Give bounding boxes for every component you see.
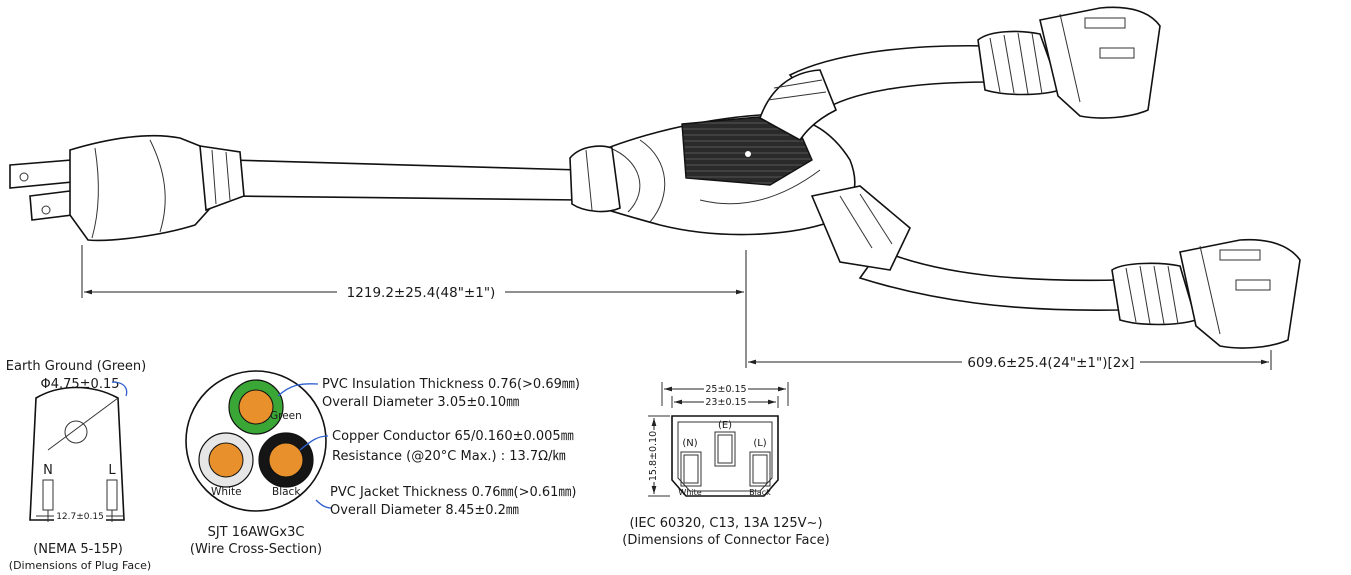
wire-cross-section: Green White Black PVC Insulation Thickne… bbox=[185, 370, 580, 557]
iec-connector-face: 25±0.15 23±0.15 15.8±0.10 (E) (N) (L) Wh… bbox=[622, 382, 830, 548]
plug-face-subcaption: (Dimensions of Plug Face) bbox=[9, 559, 151, 572]
white-wire-label: White bbox=[211, 486, 242, 498]
jacket-diameter: Overall Diameter 8.45±0.2㎜ bbox=[330, 503, 519, 518]
y-splitter bbox=[569, 44, 1121, 312]
wire-caption: SJT 16AWGx3C bbox=[208, 525, 305, 540]
c13-connector-upper bbox=[977, 6, 1161, 119]
inner-width-label: 23±0.15 bbox=[705, 397, 746, 408]
green-wire-label: Green bbox=[270, 410, 302, 422]
white-socket-label: White bbox=[678, 488, 701, 497]
plug-face-caption: (NEMA 5-15P) bbox=[33, 542, 123, 557]
outer-width-label: 25±0.15 bbox=[705, 384, 746, 395]
line-socket-letter: (L) bbox=[753, 438, 766, 449]
neutral-letter: N bbox=[43, 463, 53, 478]
connector-caption: (IEC 60320, C13, 13A 125V~) bbox=[629, 516, 822, 531]
earth-socket bbox=[714, 431, 736, 467]
black-socket-label: Black bbox=[749, 488, 771, 497]
connector-subcaption: (Dimensions of Connector Face) bbox=[622, 533, 829, 548]
neutral-socket-letter: (N) bbox=[682, 438, 697, 449]
branch-length-dimension: 609.6±25.4(24"±1")[2x] bbox=[748, 350, 1272, 371]
nema-plug bbox=[9, 134, 245, 242]
pin-spacing-label: 12.7±0.15 bbox=[56, 512, 104, 522]
copper-conductor-spec: Copper Conductor 65/0.160±0.005㎜ bbox=[332, 429, 574, 444]
resistance-spec: Resistance (@20°C Max.) : 13.7Ω/㎞ bbox=[332, 449, 566, 464]
black-wire-label: Black bbox=[272, 486, 301, 498]
c13-connector-lower bbox=[1111, 238, 1301, 349]
white-copper-core bbox=[208, 442, 244, 478]
line-letter: L bbox=[108, 463, 116, 478]
earth-ground-label: Earth Ground (Green) bbox=[6, 359, 146, 374]
main-length-label: 1219.2±25.4(48"±1") bbox=[347, 285, 496, 301]
wire-subcaption: (Wire Cross-Section) bbox=[190, 542, 322, 557]
green-copper-core bbox=[238, 389, 274, 425]
earth-letter: (E) bbox=[718, 420, 732, 431]
line-socket bbox=[749, 451, 771, 487]
insulation-thickness: PVC Insulation Thickness 0.76(>0.69㎜) bbox=[322, 377, 580, 392]
main-length-dimension: 1219.2±25.4(48"±1") bbox=[81, 245, 747, 368]
nema-plug-face: Earth Ground (Green) Φ4.75±0.15 N L 12.7… bbox=[6, 359, 151, 572]
insulation-diameter: Overall Diameter 3.05±0.10㎜ bbox=[322, 395, 519, 410]
height-label: 15.8±0.10 bbox=[648, 431, 659, 481]
jacket-thickness: PVC Jacket Thickness 0.76㎜(>0.61㎜) bbox=[330, 485, 577, 500]
main-cable bbox=[229, 159, 581, 201]
branch-length-label: 609.6±25.4(24"±1")[2x] bbox=[967, 355, 1134, 371]
neutral-socket bbox=[680, 451, 702, 487]
black-copper-core bbox=[268, 442, 304, 478]
